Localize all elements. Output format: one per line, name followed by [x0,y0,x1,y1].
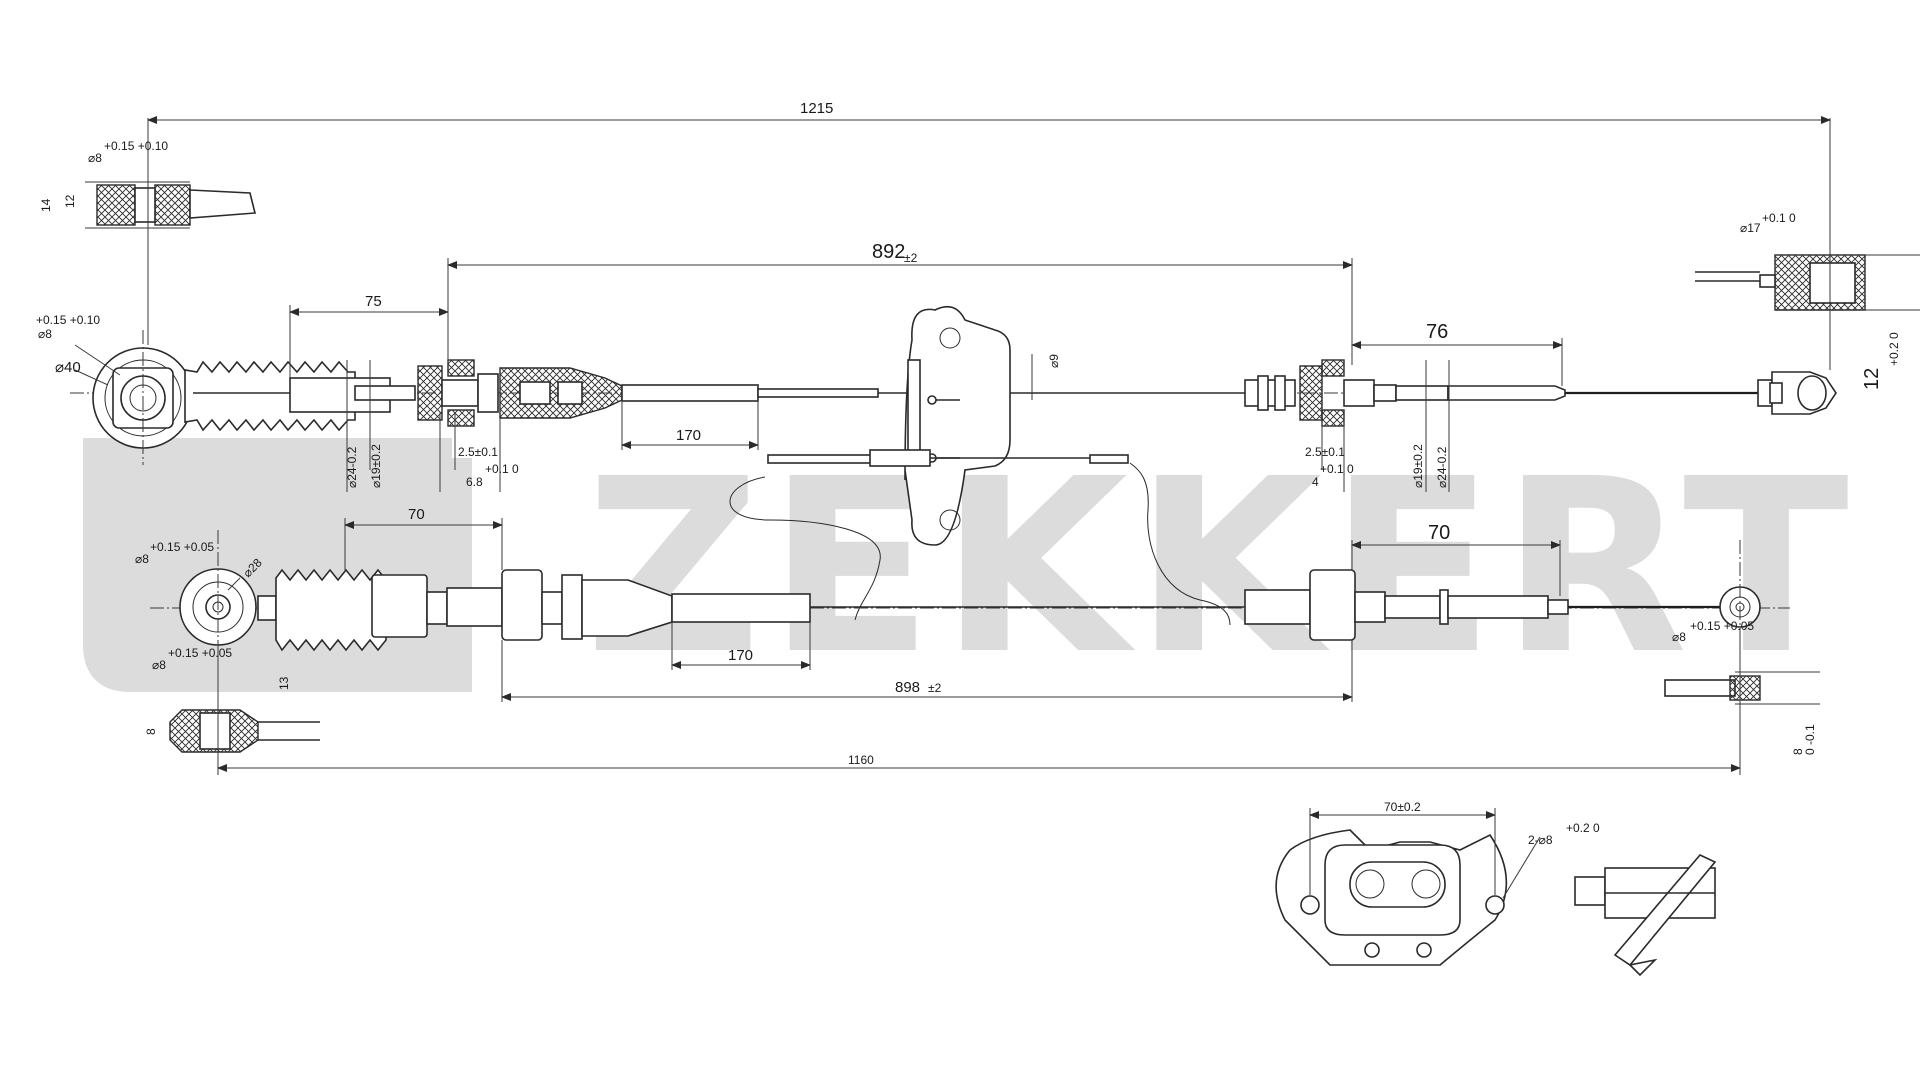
flange-side-view [1574,854,1717,977]
dim-main-length-bottom: 898 [895,679,920,696]
dim-right-len-top: 76 [1426,321,1448,343]
dim-end-dia-top-left: ⌀8 [38,327,52,341]
dim-eye-bottom-dia-tol: +0.15 +0.05 [168,646,232,660]
dim-t25-right: 2.5±0.1 [1305,445,1345,459]
dim-t68-left-tol: +0.1 0 [485,462,519,476]
lower-left-eye-end [179,530,257,680]
dim-t4-right-tol: +0.1 0 [1320,462,1354,476]
upper-right-eye-end [1757,371,1837,415]
upper-rubber-boot [184,360,391,432]
bottom-right-eye-section-detail [1664,671,1820,705]
dim-right-eye-h8: 8 [1791,748,1805,755]
dim-right-eye-h8-tol: 0 -0.1 [1803,724,1817,755]
dim-d24-left: ⌀24-0.2 [345,446,359,488]
dim-flange-holes-tol: +0.2 0 [1566,821,1600,835]
dim-overall-bottom: 1160 [848,753,874,767]
dim-eye-bottom-dia: ⌀8 [152,658,166,672]
dim-d17-right-tol: +0.1 0 [1762,211,1796,225]
dim-main-length-bottom-tol: ±2 [928,681,942,695]
dim-flange-spacing: 70±0.2 [1384,800,1421,814]
watermark-brand: ZEKKERT [585,427,1855,707]
lower-rubber-boot [257,568,428,652]
dimension-labels: 1215 892 ±2 75 76 170 ⌀9 ⌀8 +0.15 +0.10 … [36,100,1901,847]
dim-boot-len-top: 75 [365,293,382,310]
lower-right-fitting [1244,569,1569,641]
bottom-left-eye-section-detail [169,709,320,753]
dim-end-dia-bottom-left-tol: +0.15 +0.05 [150,540,214,554]
dim-d17-right: ⌀17 [1740,221,1761,235]
dim-eye-top-dia-tol: +0.15 +0.10 [104,139,168,153]
dimension-lines [74,116,1831,899]
dim-h12-right: 12 [1861,368,1883,390]
dim-eye-h14: 14 [39,198,53,212]
dim-clip-dia: ⌀9 [1047,354,1061,368]
upper-left-fitting [417,359,499,427]
lower-cable-assembly [150,530,1790,690]
upper-left-rod [354,385,416,401]
upper-right-fitting [1244,359,1397,427]
dim-tube-len-bottom: 170 [728,647,753,664]
dim-d19-right: ⌀19±0.2 [1411,444,1425,488]
upper-left-eye-end [92,330,194,465]
upper-left-sleeve [499,367,623,419]
dim-end-dia-top-left-tol: +0.15 +0.10 [36,313,100,327]
dim-overall-top: 1215 [800,100,833,117]
dim-eye-bottom-h13: 13 [277,676,291,690]
dim-d24-right: ⌀24-0.2 [1435,446,1449,488]
dim-boot-len-bottom: 70 [408,506,425,523]
watermark-logo-mark [83,438,472,692]
flange-front-view [1275,829,1508,966]
dim-eye-h12: 12 [63,194,77,208]
dim-d19-left: ⌀19±0.2 [369,444,383,488]
dim-right-len-bottom: 70 [1428,522,1450,544]
upper-left-tube [621,384,759,402]
dim-end-dia-bottom-right: ⌀8 [1672,630,1686,644]
dim-end-dia-bottom-left: ⌀8 [135,552,149,566]
upper-cable-assembly [70,330,1837,465]
dim-tube-len-top: 170 [676,427,701,444]
dim-flange-holes: 2-⌀8 [1528,833,1553,847]
dim-t25-left: 2.5±0.1 [458,445,498,459]
upper-right-sleeve [1395,385,1566,401]
top-right-eye-section-detail [1695,254,1920,311]
dim-outer-dia-40: ⌀40 [55,359,81,376]
lower-right-eye-end [1719,540,1761,690]
dim-eye-top-dia: ⌀8 [88,151,102,165]
lower-left-fitting [426,569,673,641]
dim-t4-right: 4 [1312,475,1319,489]
dim-eye-bottom-h8: 8 [144,728,158,735]
dim-main-length-top: 892 [872,241,905,263]
lower-left-tube [671,593,811,623]
dim-main-length-top-tol: ±2 [904,251,918,265]
dim-end-dia-bottom-right-tol: +0.15 +0.05 [1690,619,1754,633]
middle-cable-segment [729,449,1231,626]
dim-h12-right-tol: +0.2 0 [1887,332,1901,366]
dim-t68-left: 6.8 [466,475,483,489]
top-left-eye-section-detail [85,181,257,229]
